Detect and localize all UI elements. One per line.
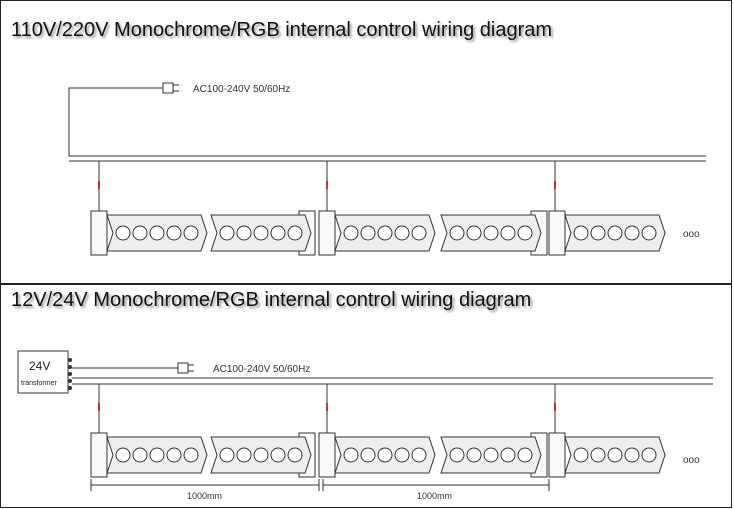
led-lens — [466, 447, 482, 463]
transformer-label: 24V — [29, 359, 50, 373]
led-lens — [394, 225, 410, 241]
dimension-lines — [90, 479, 550, 491]
led-lens — [287, 447, 303, 463]
led-lens — [641, 225, 657, 241]
led-lens — [624, 447, 640, 463]
led-lens — [590, 225, 606, 241]
lamp-connector — [318, 432, 336, 478]
lamp-connector — [90, 210, 108, 256]
led-lens — [483, 225, 499, 241]
led-lens — [411, 447, 427, 463]
led-lens — [236, 225, 252, 241]
led-lens — [449, 225, 465, 241]
led-lens — [132, 225, 148, 241]
led-lens — [607, 225, 623, 241]
led-lens — [394, 447, 410, 463]
led-lens — [270, 225, 286, 241]
led-lens — [360, 225, 376, 241]
led-lens — [360, 447, 376, 463]
led-lens — [641, 447, 657, 463]
led-lens — [449, 447, 465, 463]
transformer-sublabel: transformer — [21, 380, 57, 387]
bottom-section: 12V/24V Monochrome/RGB internal control … — [0, 284, 732, 508]
continuation-dots: ooo — [683, 455, 700, 466]
power-label: AC100-240V 50/60Hz — [213, 364, 310, 375]
lamp-connector — [318, 210, 336, 256]
led-lens — [466, 225, 482, 241]
drop-wire-tags — [98, 403, 556, 411]
top-section: 110V/220V Monochrome/RGB internal contro… — [0, 0, 732, 284]
dimension-label: 1000mm — [417, 491, 452, 501]
led-lens — [287, 225, 303, 241]
top-diagram: AC100-240V 50/60Hz ooo — [68, 82, 706, 256]
led-lens — [219, 225, 235, 241]
led-lens — [166, 225, 182, 241]
led-lens — [183, 225, 199, 241]
mains-wire — [68, 87, 706, 157]
led-lens — [517, 225, 533, 241]
led-lens — [573, 225, 589, 241]
led-lens — [517, 447, 533, 463]
led-lens — [500, 225, 516, 241]
led-lens — [500, 447, 516, 463]
led-lens — [377, 447, 393, 463]
led-lens — [343, 225, 359, 241]
drop-wire-tags — [98, 181, 556, 189]
bottom-section-title: 12V/24V Monochrome/RGB internal control … — [11, 289, 532, 311]
led-lens — [183, 447, 199, 463]
led-lens — [590, 447, 606, 463]
led-lens — [115, 447, 131, 463]
led-lamp-row — [90, 210, 666, 256]
dimension-label: 1000mm — [187, 491, 222, 501]
lamp-connector — [90, 432, 108, 478]
continuation-dots: ooo — [683, 229, 700, 240]
led-lens — [343, 447, 359, 463]
led-lens — [483, 447, 499, 463]
plug-icon — [162, 82, 179, 94]
led-lens — [573, 447, 589, 463]
led-lens — [219, 447, 235, 463]
led-lens — [253, 225, 269, 241]
led-lens — [132, 447, 148, 463]
led-lens — [149, 447, 165, 463]
led-lens — [411, 225, 427, 241]
led-lamp-row — [90, 432, 666, 478]
led-lens — [236, 447, 252, 463]
plug-icon — [177, 362, 194, 374]
led-lens — [377, 225, 393, 241]
led-lens — [166, 447, 182, 463]
lamp-connector — [548, 210, 566, 256]
led-lens — [115, 225, 131, 241]
led-lens — [149, 225, 165, 241]
bottom-diagram: 24V transformer AC100-240V 50/60Hz ooo 1… — [17, 350, 713, 501]
transformer-icon — [17, 350, 72, 394]
top-section-title: 110V/220V Monochrome/RGB internal contro… — [11, 19, 553, 41]
led-lens — [253, 447, 269, 463]
led-lens — [624, 225, 640, 241]
led-lens — [607, 447, 623, 463]
power-label: AC100-240V 50/60Hz — [193, 84, 290, 95]
lamp-connector — [548, 432, 566, 478]
led-lens — [270, 447, 286, 463]
